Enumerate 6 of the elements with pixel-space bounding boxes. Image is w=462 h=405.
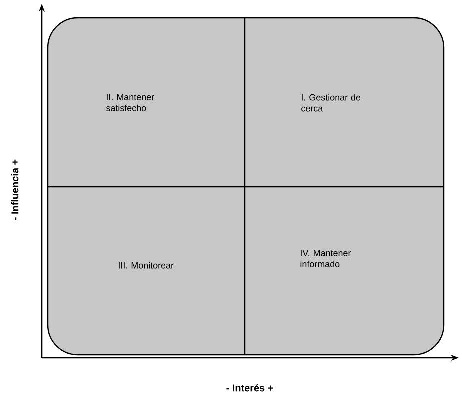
quadrant-label: III. Monitorear: [119, 262, 174, 269]
axis-label: - Influencia +: [11, 160, 19, 220]
quadrant-label: II. Mantener satisfecho: [106, 94, 154, 112]
quadrant-label: I. Gestionar de cerca: [302, 94, 361, 112]
axis-label: - Interés +: [226, 384, 274, 392]
quadrant-label: IV. Mantener informado: [300, 250, 352, 268]
